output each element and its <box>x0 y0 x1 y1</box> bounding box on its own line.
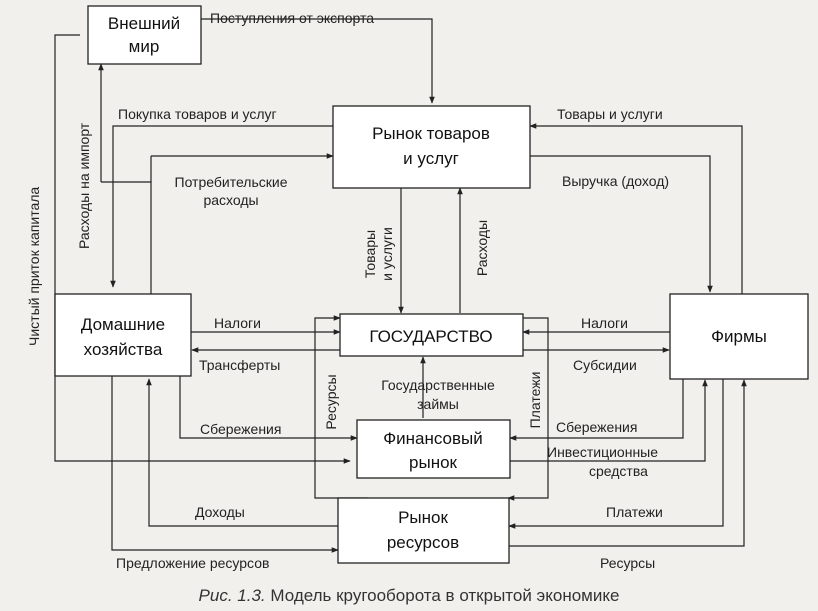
node-goods-market: Рынок товаров и услуг <box>332 105 531 189</box>
financial-market-line2: рынок <box>409 453 458 472</box>
financial-market-line1: Финансовый <box>383 429 483 448</box>
label-import-spending: Расходы на импорт <box>76 122 92 249</box>
label-income: Доходы <box>195 504 245 520</box>
node-government: ГОСУДАРСТВО <box>339 313 524 357</box>
caption-text: Модель кругооборота в открытой экономике <box>266 586 620 605</box>
arrow-savings-households <box>179 376 358 441</box>
node-financial-market: Финансовый рынок <box>356 419 511 479</box>
label-revenue: Выручка (доход) <box>562 173 669 189</box>
label-gov-loans-line1: Государственные <box>381 377 495 393</box>
node-households: Домашние хозяйства <box>54 293 192 377</box>
node-external-world: Внешний мир <box>87 5 202 65</box>
flow-lines <box>54 18 747 553</box>
firms-label: Фирмы <box>711 327 767 346</box>
node-firms: Фирмы <box>669 293 809 380</box>
label-goods-to-gov-line1: Товары <box>362 230 378 278</box>
resource-market-line1: Рынок <box>398 508 448 527</box>
label-gov-resources: Ресурсы <box>323 374 339 429</box>
external-world-line2: мир <box>129 37 160 56</box>
households-line1: Домашние <box>81 315 165 334</box>
goods-market-line1: Рынок товаров <box>372 124 490 143</box>
arrow-export-receipts <box>201 18 435 104</box>
label-goods-services-top: Товары и услуги <box>557 106 663 122</box>
label-subsidies: Субсидии <box>573 357 637 373</box>
label-consumer-spending-line1: Потребительские <box>175 174 288 190</box>
arrow-investment <box>510 379 708 462</box>
goods-market-line2: и услуг <box>403 149 459 168</box>
label-gov-payments: Платежи <box>527 372 543 429</box>
label-taxes-firms: Налоги <box>581 315 628 331</box>
node-resource-market: Рынок ресурсов <box>337 497 510 564</box>
arrow-gov-payments <box>507 317 549 501</box>
arrow-resource-supply <box>111 376 339 553</box>
external-world-line1: Внешний <box>108 14 180 33</box>
arrow-payments-firms <box>508 379 724 529</box>
arrow-purchase-goods <box>110 125 333 288</box>
label-taxes-households: Налоги <box>214 315 261 331</box>
label-payments-firms: Платежи <box>606 504 663 520</box>
label-savings-households: Сбережения <box>200 421 281 437</box>
arrow-goods-services-top <box>529 123 743 301</box>
resource-market-line2: ресурсов <box>387 533 459 552</box>
households-line2: хозяйства <box>84 340 163 359</box>
label-transfers: Трансферты <box>199 357 280 373</box>
arrow-resources-firms <box>509 379 747 547</box>
label-purchase-goods: Покупка товаров и услуг <box>118 106 277 122</box>
government-label: ГОСУДАРСТВО <box>369 327 492 346</box>
label-export-receipts: Поступления от экспорта <box>210 10 374 26</box>
label-goods-to-gov-line2: и услуги <box>379 227 395 281</box>
flow-labels: Поступления от экспорта Расходы на импор… <box>26 10 669 571</box>
label-investment-line1: Инвестиционные <box>547 444 658 460</box>
label-gov-spending: Расходы <box>474 220 490 276</box>
label-savings-firms: Сбережения <box>556 419 637 435</box>
arrow-revenue <box>530 155 713 293</box>
label-gov-loans-line2: займы <box>417 396 459 412</box>
label-net-capital-inflow: Чистый приток капитала <box>26 187 42 346</box>
figure-caption: Рис. 1.3. Модель кругооборота в открытой… <box>199 586 620 605</box>
label-resource-supply: Предложение ресурсов <box>116 555 269 571</box>
label-investment-line2: средства <box>589 463 648 479</box>
arrow-income <box>146 378 338 527</box>
arrow-savings-firms <box>509 379 684 441</box>
caption-prefix: Рис. 1.3. <box>199 586 266 605</box>
label-consumer-spending-line2: расходы <box>203 192 258 208</box>
label-resources-firms: Ресурсы <box>600 555 655 571</box>
arrow-net-capital-inflow <box>54 34 351 464</box>
